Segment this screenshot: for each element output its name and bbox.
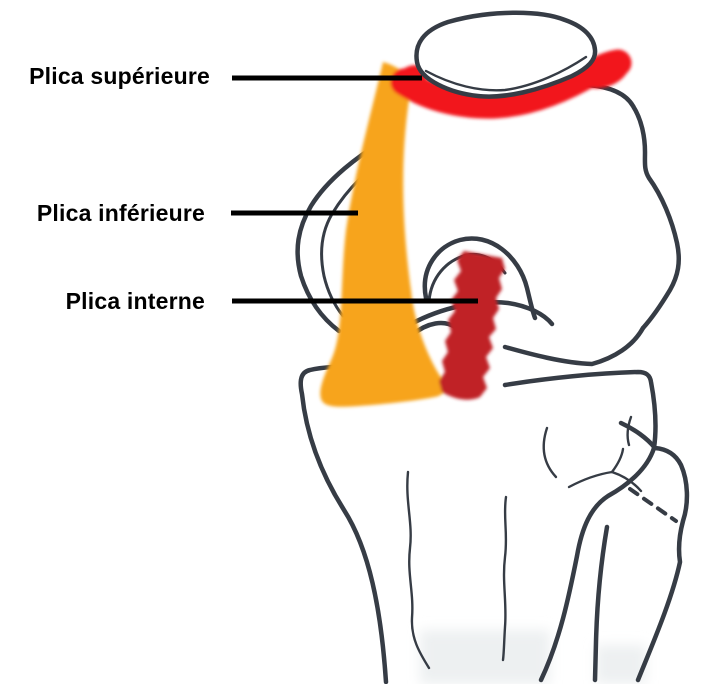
tibiofibular-joint-line-c	[610, 470, 643, 493]
femur-lateral-condyle-outline	[502, 325, 646, 367]
band-plica-interne	[439, 251, 505, 400]
patella-inner-edge-line	[424, 55, 588, 92]
tibia-outline-left	[298, 363, 389, 684]
tibiofibular-joint-line-a	[567, 470, 614, 489]
plica-bands	[320, 49, 632, 407]
label-plica-interne: Plica interne	[65, 288, 205, 314]
femur-medial-epicondyle-outline	[295, 135, 392, 334]
femur-outline	[399, 79, 681, 331]
femoral-condyle-dome-outline	[422, 236, 538, 321]
tibiofibular-joint-line-b	[610, 447, 625, 474]
tibia-ridge-line-left	[406, 470, 431, 670]
fibula-dashed-line	[628, 487, 678, 523]
fibula-head-ridge	[618, 420, 658, 451]
tibia-short-line	[626, 415, 633, 447]
intercondylar-notch-curve	[408, 300, 555, 327]
tibia-ridge-line-right	[501, 495, 508, 662]
label-plica-inferieure: Plica inférieure	[36, 200, 205, 226]
bone-shading	[420, 630, 646, 684]
fibula-outline-right	[635, 445, 690, 683]
leader-lines	[231, 75, 478, 304]
tibia-tubercle-arc	[542, 426, 558, 479]
bone-outlines	[295, 79, 690, 684]
fibula-outline-left	[592, 524, 610, 683]
label-plica-superieure: Plica supérieure	[29, 63, 210, 89]
band-plica-inferieure	[320, 62, 446, 407]
patella-group	[414, 10, 598, 99]
